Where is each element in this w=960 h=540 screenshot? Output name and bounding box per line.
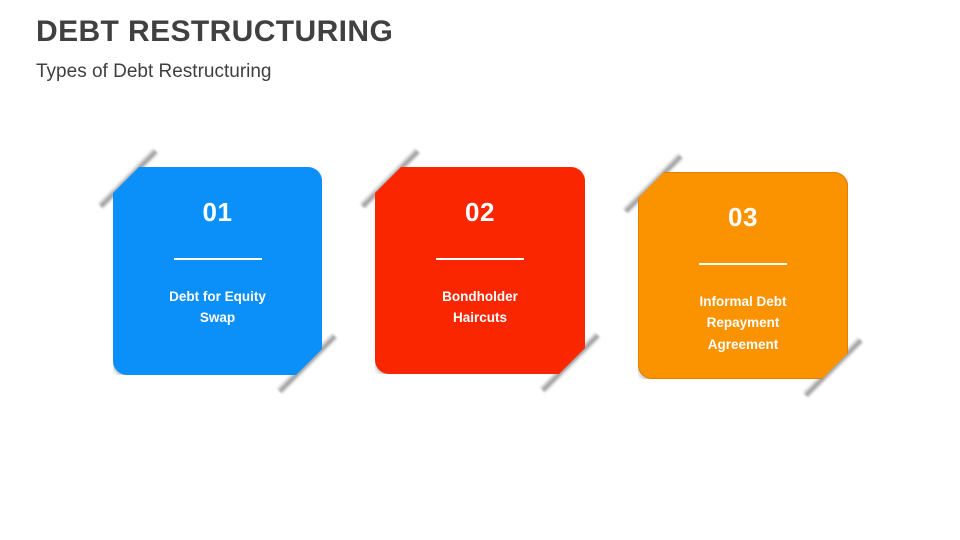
page-title: DEBT RESTRUCTURING	[36, 15, 394, 48]
card-label-03: Informal Debt Repayment Agreement	[699, 294, 787, 352]
card-divider-02	[436, 258, 524, 260]
card-number-01: 01	[202, 197, 233, 227]
card-label-01: Debt for Equity Swap	[169, 289, 266, 326]
slide-header: DEBT RESTRUCTURING Types of Debt Restruc…	[36, 14, 393, 83]
card-divider-03	[699, 263, 787, 265]
card-01[interactable]: 01 Debt for Equity Swap	[97, 147, 338, 395]
card-number-03: 03	[728, 202, 758, 232]
card-03[interactable]: 03 Informal Debt Repayment Agreement	[622, 152, 864, 399]
card-02[interactable]: 02 Bondholder Haircuts	[359, 147, 601, 394]
page-subtitle: Types of Debt Restructuring	[36, 61, 272, 82]
card-body-01[interactable]: 01 Debt for Equity Swap	[113, 167, 322, 375]
card-number-02: 02	[465, 197, 495, 227]
card-divider-01	[174, 258, 262, 260]
card-body-02[interactable]: 02 Bondholder Haircuts	[375, 167, 585, 374]
card-body-03[interactable]: 03 Informal Debt Repayment Agreement	[638, 172, 848, 379]
card-label-02: Bondholder Haircuts	[442, 289, 518, 326]
